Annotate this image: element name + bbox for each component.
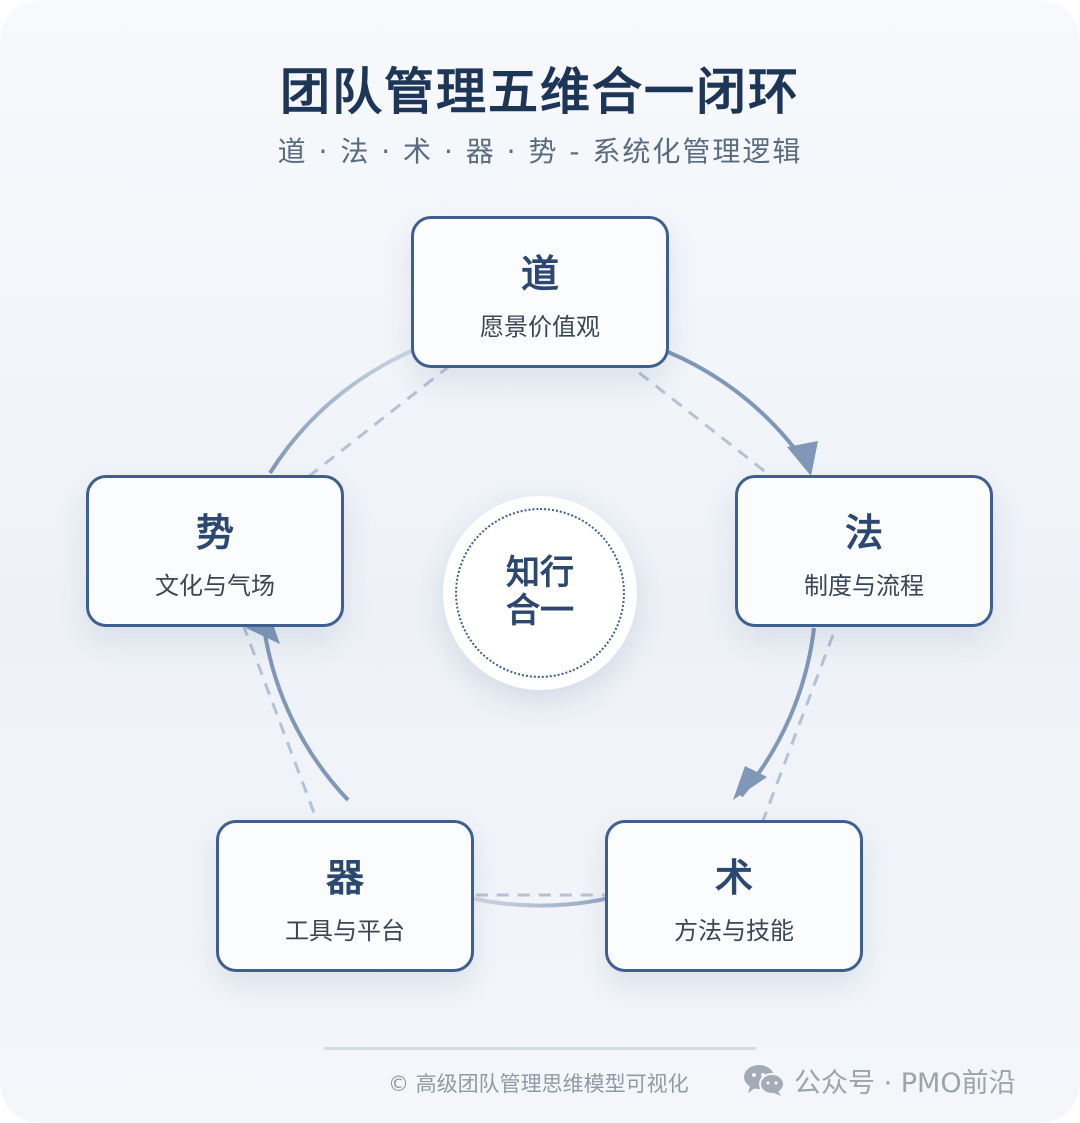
footer-caption: © 高级团队管理思维模型可视化 <box>388 1072 689 1096</box>
center-label: 知行 合一 <box>443 554 637 630</box>
node-shu-title: 术 <box>714 855 753 900</box>
wechat-icon <box>744 1065 785 1096</box>
page-subtitle: 道 · 法 · 术 · 器 · 势 - 系统化管理逻辑 <box>277 135 803 168</box>
footer-divider <box>324 1047 756 1050</box>
node-dao: 道 愿景价值观 <box>411 216 669 368</box>
node-shi-subtitle: 文化与气场 <box>155 572 275 600</box>
arc-qi-to-shi <box>262 627 350 802</box>
node-qi-subtitle: 工具与平台 <box>285 917 405 945</box>
watermark-text: 公众号 · PMO前沿 <box>794 1067 1016 1099</box>
node-fa-subtitle: 制度与流程 <box>804 572 924 600</box>
node-qi: 器 工具与平台 <box>216 820 474 972</box>
node-shi-title: 势 <box>195 510 234 555</box>
node-qi-title: 器 <box>325 855 364 900</box>
node-shu-subtitle: 方法与技能 <box>674 917 794 945</box>
node-shu: 术 方法与技能 <box>605 820 863 972</box>
node-fa: 法 制度与流程 <box>735 475 993 627</box>
center-label-line-1: 知行 <box>506 553 574 593</box>
page-title: 团队管理五维合一闭环 <box>280 62 800 121</box>
arrow-head-shi <box>246 610 280 644</box>
center-circle: 知行 合一 <box>443 496 637 690</box>
watermark: 公众号 · PMO前沿 <box>742 1060 1016 1100</box>
center-label-line-2: 合一 <box>506 591 574 631</box>
center-dotted-ring <box>455 508 625 678</box>
node-dao-title: 道 <box>520 251 559 296</box>
node-shi: 势 文化与气场 <box>86 475 344 627</box>
node-fa-title: 法 <box>844 510 883 555</box>
arrow-head-shu <box>733 766 767 800</box>
node-dao-subtitle: 愿景价值观 <box>480 313 600 341</box>
arrow-head-fa <box>787 441 818 476</box>
